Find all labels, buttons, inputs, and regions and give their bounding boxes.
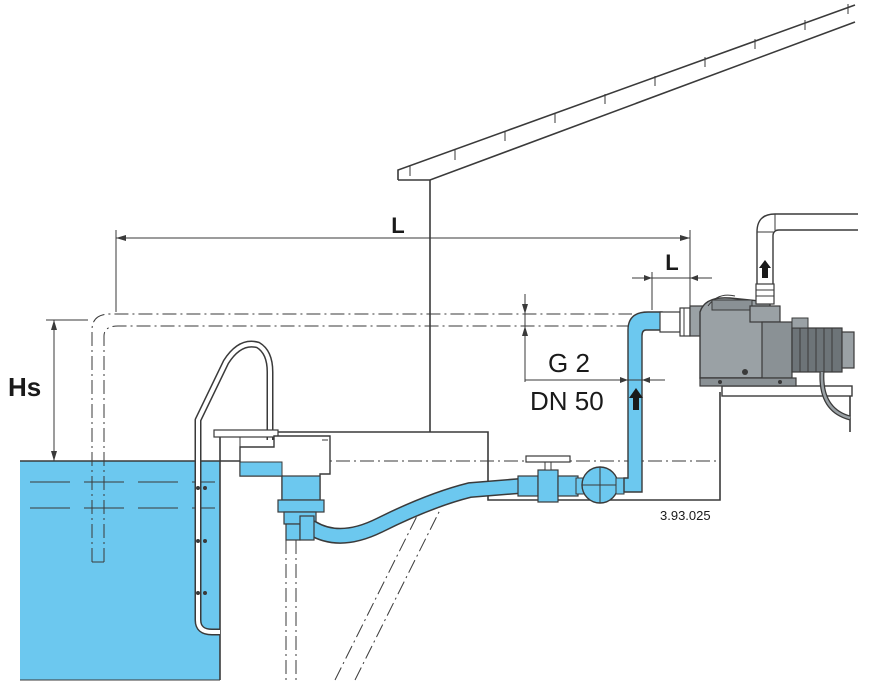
dimension-pipe-diameter	[522, 294, 665, 383]
roof	[397, 4, 856, 181]
nominal-diameter-label: DN 50	[530, 386, 604, 416]
dimension-length-top-label: L	[391, 213, 404, 238]
dimension-suction-height	[46, 319, 88, 462]
thread-size-label: G 2	[548, 348, 590, 378]
discharge-pipe	[755, 213, 858, 305]
ball-valve	[517, 455, 579, 503]
dimension-suction-height-label: Hs	[8, 372, 41, 402]
check-valve	[575, 466, 625, 504]
suction-hose	[299, 478, 528, 544]
pool-water	[20, 461, 220, 680]
dimension-length-top	[115, 230, 691, 312]
flow-arrow-icon	[629, 388, 643, 410]
pump	[689, 294, 855, 421]
dimension-length-pump	[632, 272, 712, 310]
dimension-length-pump-label: L	[665, 250, 678, 275]
suction-pipe	[623, 307, 691, 493]
pool-ladder	[194, 340, 279, 636]
skimmer	[239, 435, 331, 541]
drawing-reference: 3.93.025	[660, 508, 711, 523]
pool	[20, 460, 245, 681]
